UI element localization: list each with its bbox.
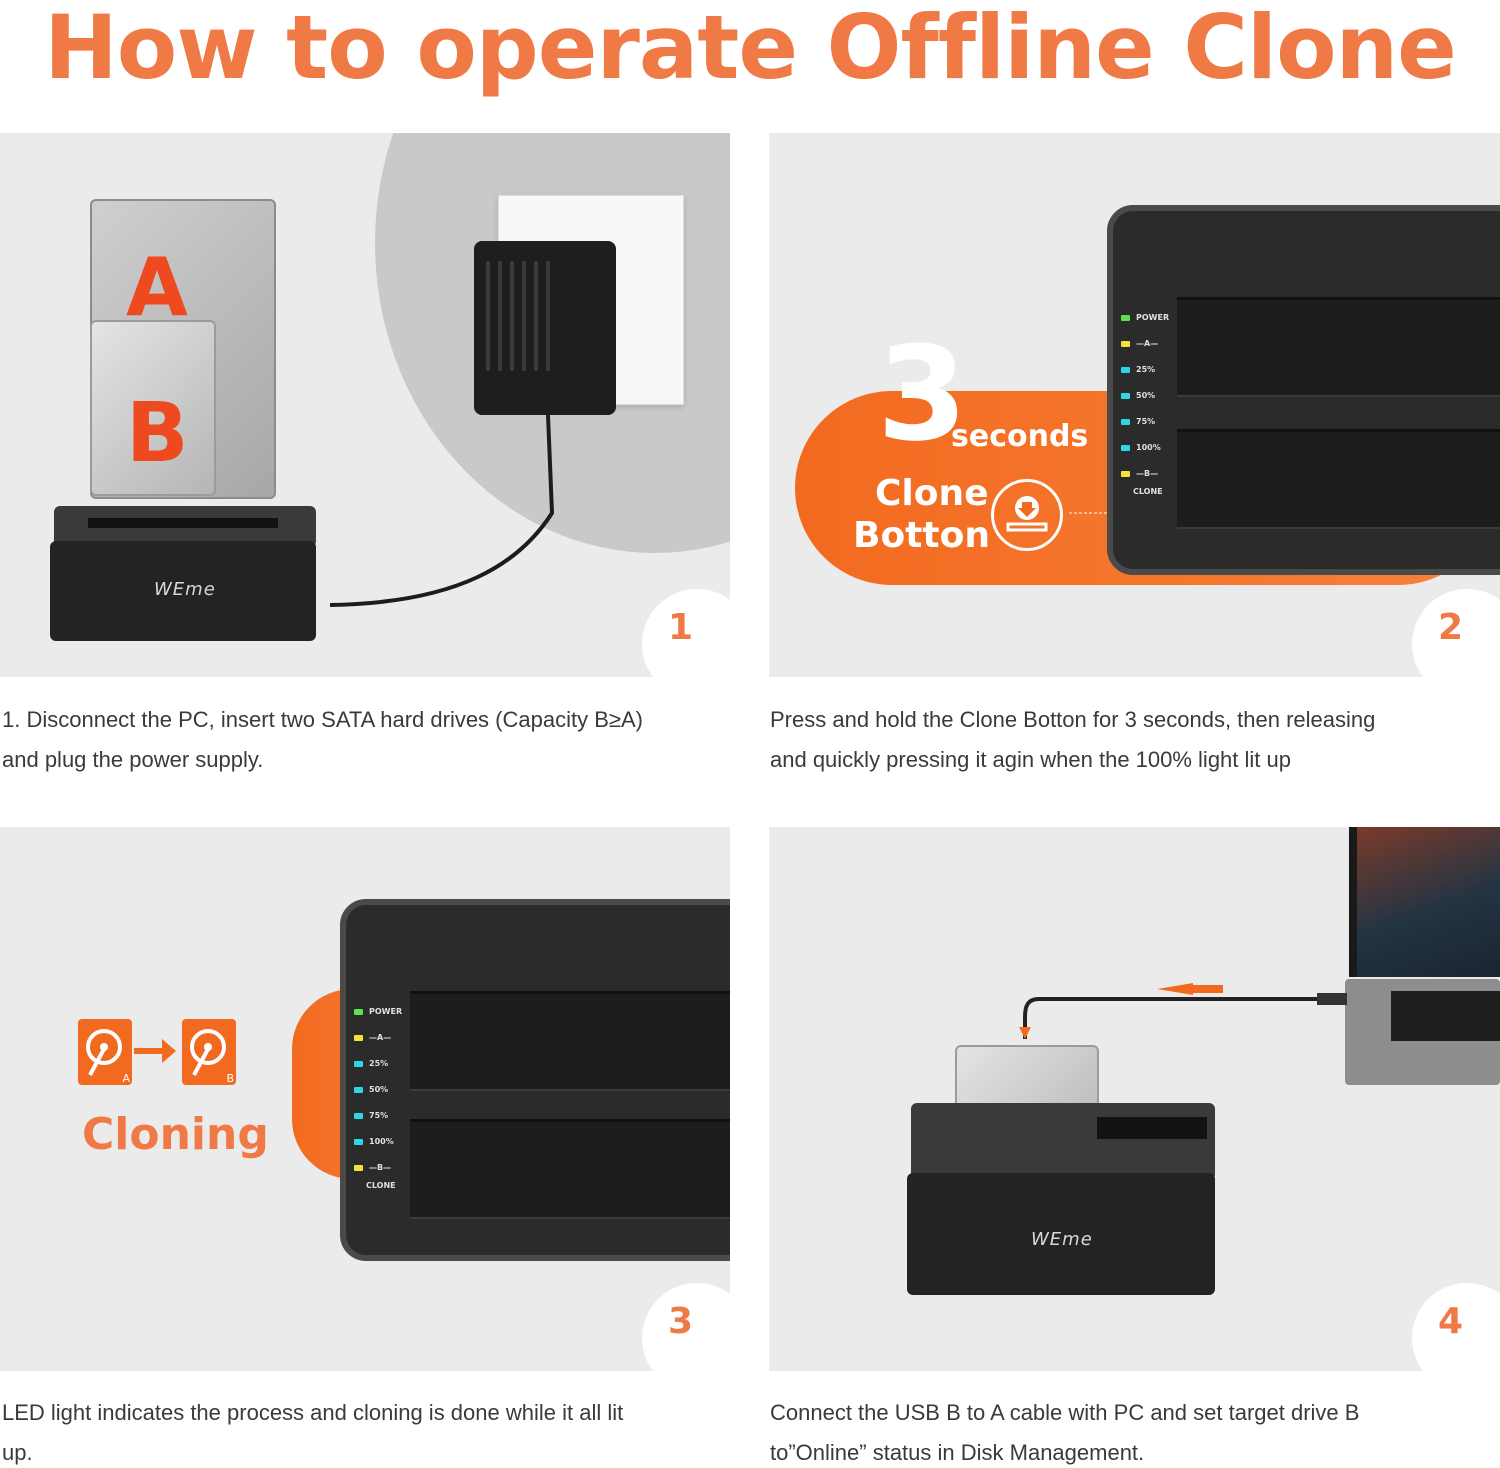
usb-cable bbox=[1019, 983, 1347, 1039]
dock-top bbox=[54, 506, 316, 544]
step-number-badge: 3 bbox=[642, 1283, 730, 1371]
seconds-label: seconds bbox=[951, 419, 1089, 454]
dock-brand: WEme bbox=[1031, 1229, 1093, 1250]
dock-brand: WEme bbox=[154, 579, 216, 600]
hard-drive-b: B bbox=[90, 320, 216, 496]
step-1-panel: A B WEme 1 bbox=[0, 133, 730, 677]
dock-top bbox=[911, 1103, 1215, 1177]
clone-button-icon bbox=[991, 479, 1063, 551]
drive-a-label: A bbox=[126, 241, 188, 334]
step-2-caption: Press and hold the Clone Botton for 3 se… bbox=[770, 707, 1376, 772]
step-4-caption: Connect the USB B to A cable with PC and… bbox=[770, 1400, 1360, 1465]
power-adapter-icon bbox=[474, 241, 616, 415]
dock-body: WEme bbox=[50, 541, 316, 641]
hard-drive-icon-b: B bbox=[182, 1019, 236, 1085]
step-3-panel: A B Cloning POWER —A— 25% 50% 75% 100% —… bbox=[0, 827, 730, 1371]
arrow-right-icon bbox=[134, 1039, 176, 1063]
drive-b-label: B bbox=[126, 386, 189, 481]
page-title: How to operate Offline Clone bbox=[44, 0, 1457, 99]
step-4-panel: B WEme 4 bbox=[769, 827, 1500, 1371]
dual-bay-dock: POWER —A— 25% 50% 75% 100% —B— CLONE bbox=[1107, 205, 1500, 575]
step-1-caption: 1. Disconnect the PC, insert two SATA ha… bbox=[2, 707, 643, 772]
power-cable bbox=[329, 414, 555, 607]
laptop-keyboard bbox=[1345, 979, 1500, 1085]
clone-label-line1: Clone bbox=[875, 473, 989, 514]
hard-drive-icon-a: A bbox=[78, 1019, 132, 1085]
clone-label-line2: Botton bbox=[853, 515, 990, 556]
dock-body: WEme bbox=[907, 1173, 1215, 1295]
step-2-panel: 3 seconds Clone Botton POWER —A— 25% 50%… bbox=[769, 133, 1500, 677]
seconds-count: 3 bbox=[877, 318, 968, 470]
cloning-label: Cloning bbox=[82, 1109, 269, 1160]
dual-bay-dock: POWER —A— 25% 50% 75% 100% —B— CLONE bbox=[340, 899, 730, 1261]
step-3-caption: LED light indicates the process and clon… bbox=[2, 1400, 624, 1465]
laptop-icon bbox=[1349, 827, 1500, 977]
